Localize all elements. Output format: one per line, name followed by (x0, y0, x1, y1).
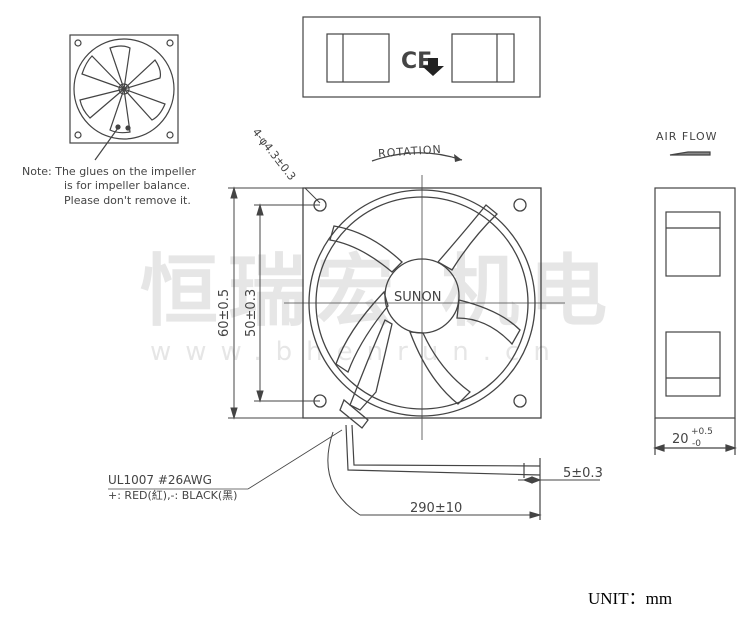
hole-spec: 4-φ4.3±0.3 (250, 126, 321, 204)
rotation-label: ROTATION (378, 143, 442, 160)
watermark-cn: 恒瑞宏 机电 (140, 247, 617, 337)
dim-lead (327, 431, 542, 519)
dim-depth-minus: -0 (692, 439, 701, 449)
dim-depth-label: 20 +0.5 -0 (672, 427, 713, 449)
unit-label: UNIT：mm (588, 589, 673, 608)
watermark: 恒瑞宏 机电 www.bhenrun.cn (140, 247, 617, 367)
fan-front-view: SUNON (284, 175, 565, 440)
dim-50 (254, 203, 320, 403)
note-line-2: is for impeller balance. (64, 179, 190, 192)
dim-pitch-label: 50±0.3 (244, 289, 259, 337)
hole-spec-label: 4-φ4.3±0.3 (250, 126, 299, 183)
watermark-url: www.bhenrun.cn (150, 337, 564, 367)
dim-depth-plus: +0.5 (691, 427, 713, 437)
lead-wires (345, 424, 541, 520)
dim-outer-label: 60±0.5 (217, 289, 232, 337)
impeller-note: Note: The glues on the impeller is for i… (22, 165, 196, 207)
side-view (653, 151, 737, 455)
dim-strip (518, 476, 600, 484)
note-line-1: Note: The glues on the impeller (22, 165, 196, 178)
fan-thumbnail (69, 34, 179, 161)
dim-60 (228, 186, 303, 420)
note-line-3: Please don't remove it. (64, 194, 191, 207)
brand-label: SUNON (394, 290, 441, 305)
dim-strip-label: 5±0.3 (563, 466, 603, 481)
wire-polarity-line: +: RED(紅),-: BLACK(黑) (108, 489, 237, 502)
airflow-label: AIR FLOW (656, 130, 718, 143)
dim-lead-label: 290±10 (410, 501, 462, 516)
dim-depth-base: 20 (672, 432, 689, 447)
label-plate: CE (302, 16, 541, 98)
wire-spec: UL1007 #26AWG +: RED(紅),-: BLACK(黑) (108, 429, 343, 502)
wire-spec-line: UL1007 #26AWG (108, 473, 212, 487)
rotation-indicator: ROTATION (371, 143, 463, 162)
